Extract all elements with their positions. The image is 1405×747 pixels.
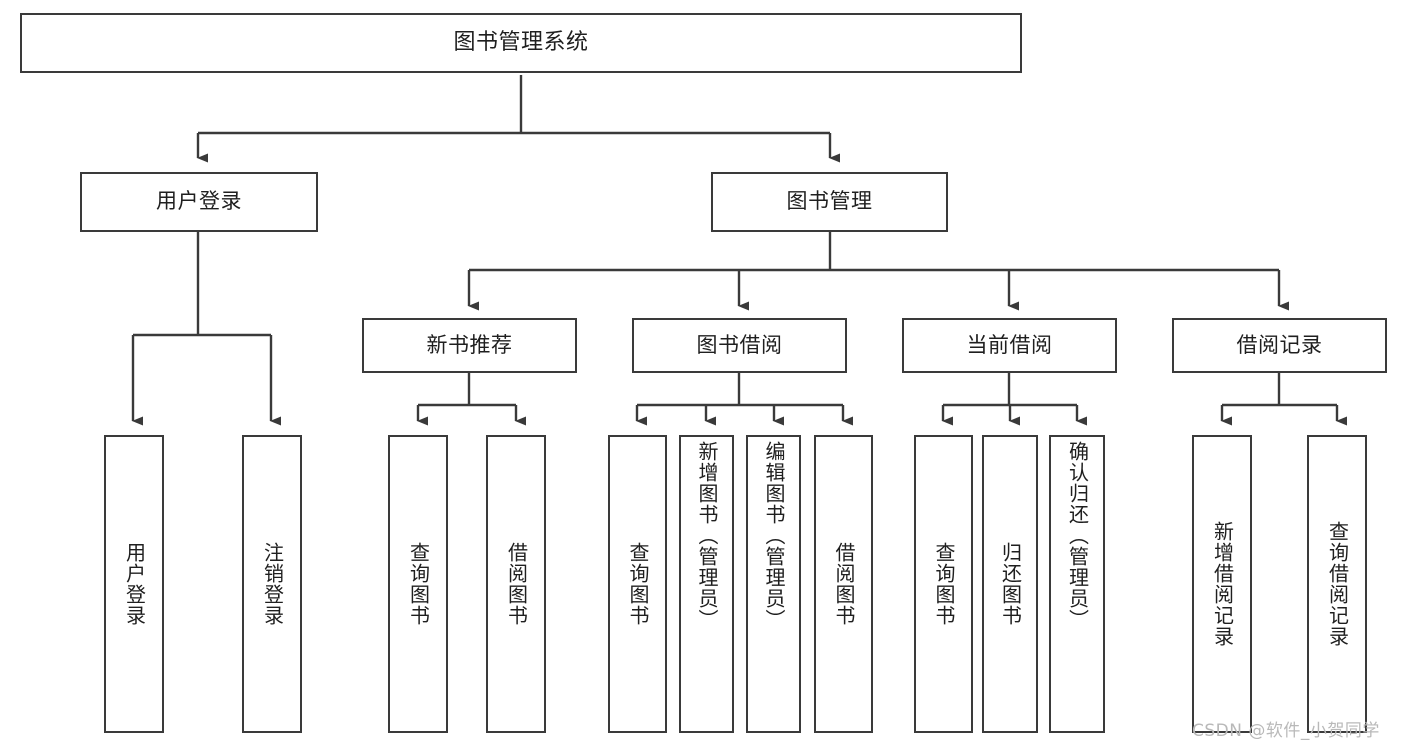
node-label: 编辑图书（管理员） [762, 441, 786, 630]
node-label: 新增借阅记录 [1210, 521, 1235, 647]
node-leaf-query-book-borrow[interactable]: 查询图书 [608, 435, 667, 733]
node-leaf-query-borrow-record[interactable]: 查询借阅记录 [1307, 435, 1367, 733]
csdn-watermark: CSDN @软件_小贺同学 [1192, 721, 1380, 741]
node-label: 图书借阅 [696, 332, 783, 357]
node-current-borrowing[interactable]: 当前借阅 [902, 318, 1117, 373]
node-new-book-recommendation[interactable]: 新书推荐 [362, 318, 577, 373]
node-label: 图书管理系统 [453, 29, 589, 55]
node-book-borrowing[interactable]: 图书借阅 [632, 318, 847, 373]
node-leaf-return-book[interactable]: 归还图书 [982, 435, 1038, 733]
node-label: 新增图书（管理员） [695, 441, 719, 630]
node-leaf-confirm-return-admin[interactable]: 确认归还（管理员） [1049, 435, 1105, 733]
node-label: 确认归还（管理员） [1065, 441, 1090, 630]
node-label: 新书推荐 [426, 332, 513, 357]
node-label: 用户登录 [156, 189, 242, 214]
node-label: 归还图书 [998, 542, 1023, 626]
node-borrowing-records[interactable]: 借阅记录 [1172, 318, 1387, 373]
node-label: 查询图书 [932, 542, 956, 626]
node-label: 查询图书 [406, 542, 431, 626]
node-leaf-add-borrow-record[interactable]: 新增借阅记录 [1192, 435, 1252, 733]
node-label: 查询借阅记录 [1325, 521, 1350, 647]
node-leaf-logout[interactable]: 注销登录 [242, 435, 302, 733]
node-leaf-borrow-book-newbook[interactable]: 借阅图书 [486, 435, 546, 733]
node-label: 注销登录 [260, 542, 285, 626]
node-label: 当前借阅 [966, 332, 1053, 357]
node-book-management[interactable]: 图书管理 [711, 172, 948, 232]
node-user-login[interactable]: 用户登录 [80, 172, 318, 232]
node-label: 借阅记录 [1236, 332, 1323, 357]
node-leaf-query-book-current[interactable]: 查询图书 [914, 435, 973, 733]
node-leaf-user-login[interactable]: 用户登录 [104, 435, 164, 733]
node-label: 查询图书 [626, 542, 650, 626]
node-root-book-management-system[interactable]: 图书管理系统 [20, 13, 1022, 73]
node-leaf-borrow-book[interactable]: 借阅图书 [814, 435, 873, 733]
node-label: 借阅图书 [832, 542, 856, 626]
node-leaf-query-book-newbook[interactable]: 查询图书 [388, 435, 448, 733]
node-leaf-edit-book-admin[interactable]: 编辑图书（管理员） [746, 435, 801, 733]
node-label: 借阅图书 [504, 542, 529, 626]
node-label: 用户登录 [122, 542, 147, 626]
node-leaf-add-book-admin[interactable]: 新增图书（管理员） [679, 435, 734, 733]
node-label: 图书管理 [786, 189, 873, 214]
